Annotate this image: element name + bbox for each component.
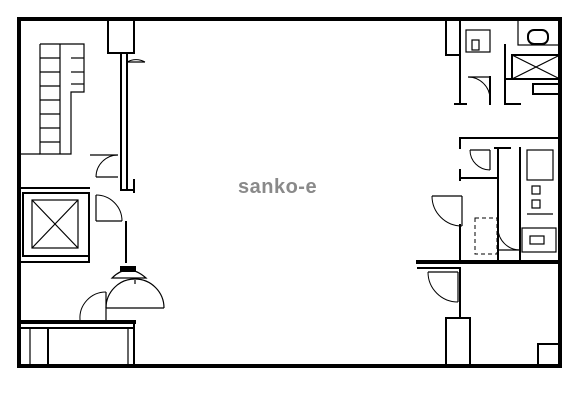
washroom-middle [431,137,561,263]
door-elevator-hall [95,194,127,263]
entrance-doors [79,266,165,321]
staircase [19,43,85,155]
lower-right-room [416,260,562,367]
washroom-top [445,18,561,105]
pipe-shaft-left [107,18,146,191]
stair-hall-walls [18,154,135,193]
elevator [18,192,90,263]
watermark-text: sanko-e [238,176,318,198]
bottom-left-room [17,320,136,367]
outer-wall [17,17,562,368]
